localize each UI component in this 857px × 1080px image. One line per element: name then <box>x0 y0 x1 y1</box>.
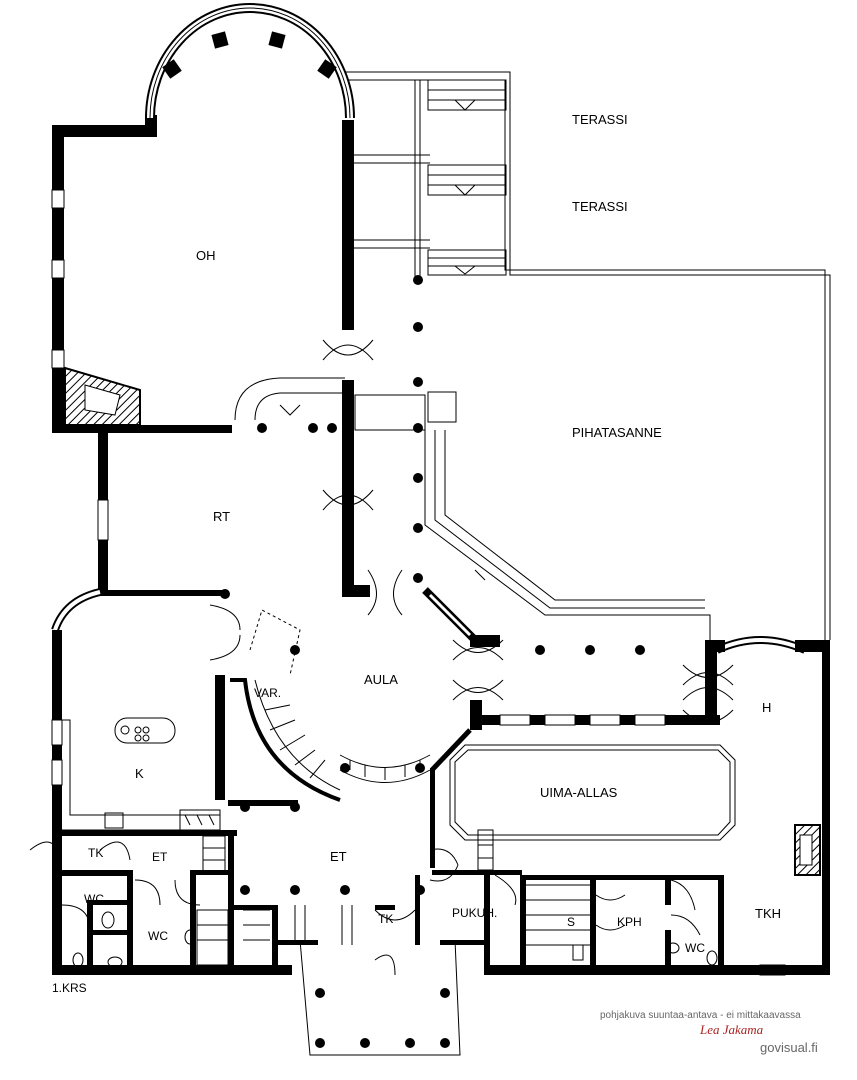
label-aula: AULA <box>364 672 398 687</box>
label-tkh: TKH <box>755 906 781 921</box>
central-walls <box>97 339 457 616</box>
pool-walls <box>422 587 830 975</box>
pihatasanne-edge <box>424 430 711 640</box>
label-h: H <box>762 700 771 715</box>
site-url: govisual.fi <box>760 1040 818 1055</box>
columns <box>220 275 645 1048</box>
brand-logo: Lea Jakama <box>700 1022 764 1037</box>
disclaimer-text: pohjakuva suuntaa-antava - ei mittakaava… <box>600 1010 801 1021</box>
staircase <box>230 609 431 802</box>
label-wc-2: WC <box>148 929 168 943</box>
floor-label: 1.KRS <box>52 981 87 995</box>
label-tk-2: TK <box>378 912 393 926</box>
label-kph: KPH <box>617 915 642 929</box>
terrace-outline <box>345 71 831 640</box>
label-terassi-1: TERASSI <box>572 112 628 127</box>
label-uima-allas: UIMA-ALLAS <box>540 785 618 800</box>
label-tk-1: TK <box>88 846 103 860</box>
label-wc-1: WC <box>84 892 104 906</box>
label-pihatasanne: PIHATASANNE <box>572 425 662 440</box>
label-oh: OH <box>196 248 216 263</box>
label-terassi-2: TERASSI <box>572 199 628 214</box>
label-k: K <box>135 766 144 781</box>
oh-walls <box>51 3 355 433</box>
label-wc-3: WC <box>685 941 705 955</box>
kitchen-walls <box>29 588 298 975</box>
label-rt: RT <box>213 509 230 524</box>
label-et-1: ET <box>152 850 168 864</box>
label-s: S <box>567 915 575 929</box>
label-var: VAR. <box>254 686 281 700</box>
label-et-2: ET <box>330 849 347 864</box>
lower-walls <box>52 829 829 1056</box>
label-pukuh: PUKUH. <box>452 906 497 920</box>
